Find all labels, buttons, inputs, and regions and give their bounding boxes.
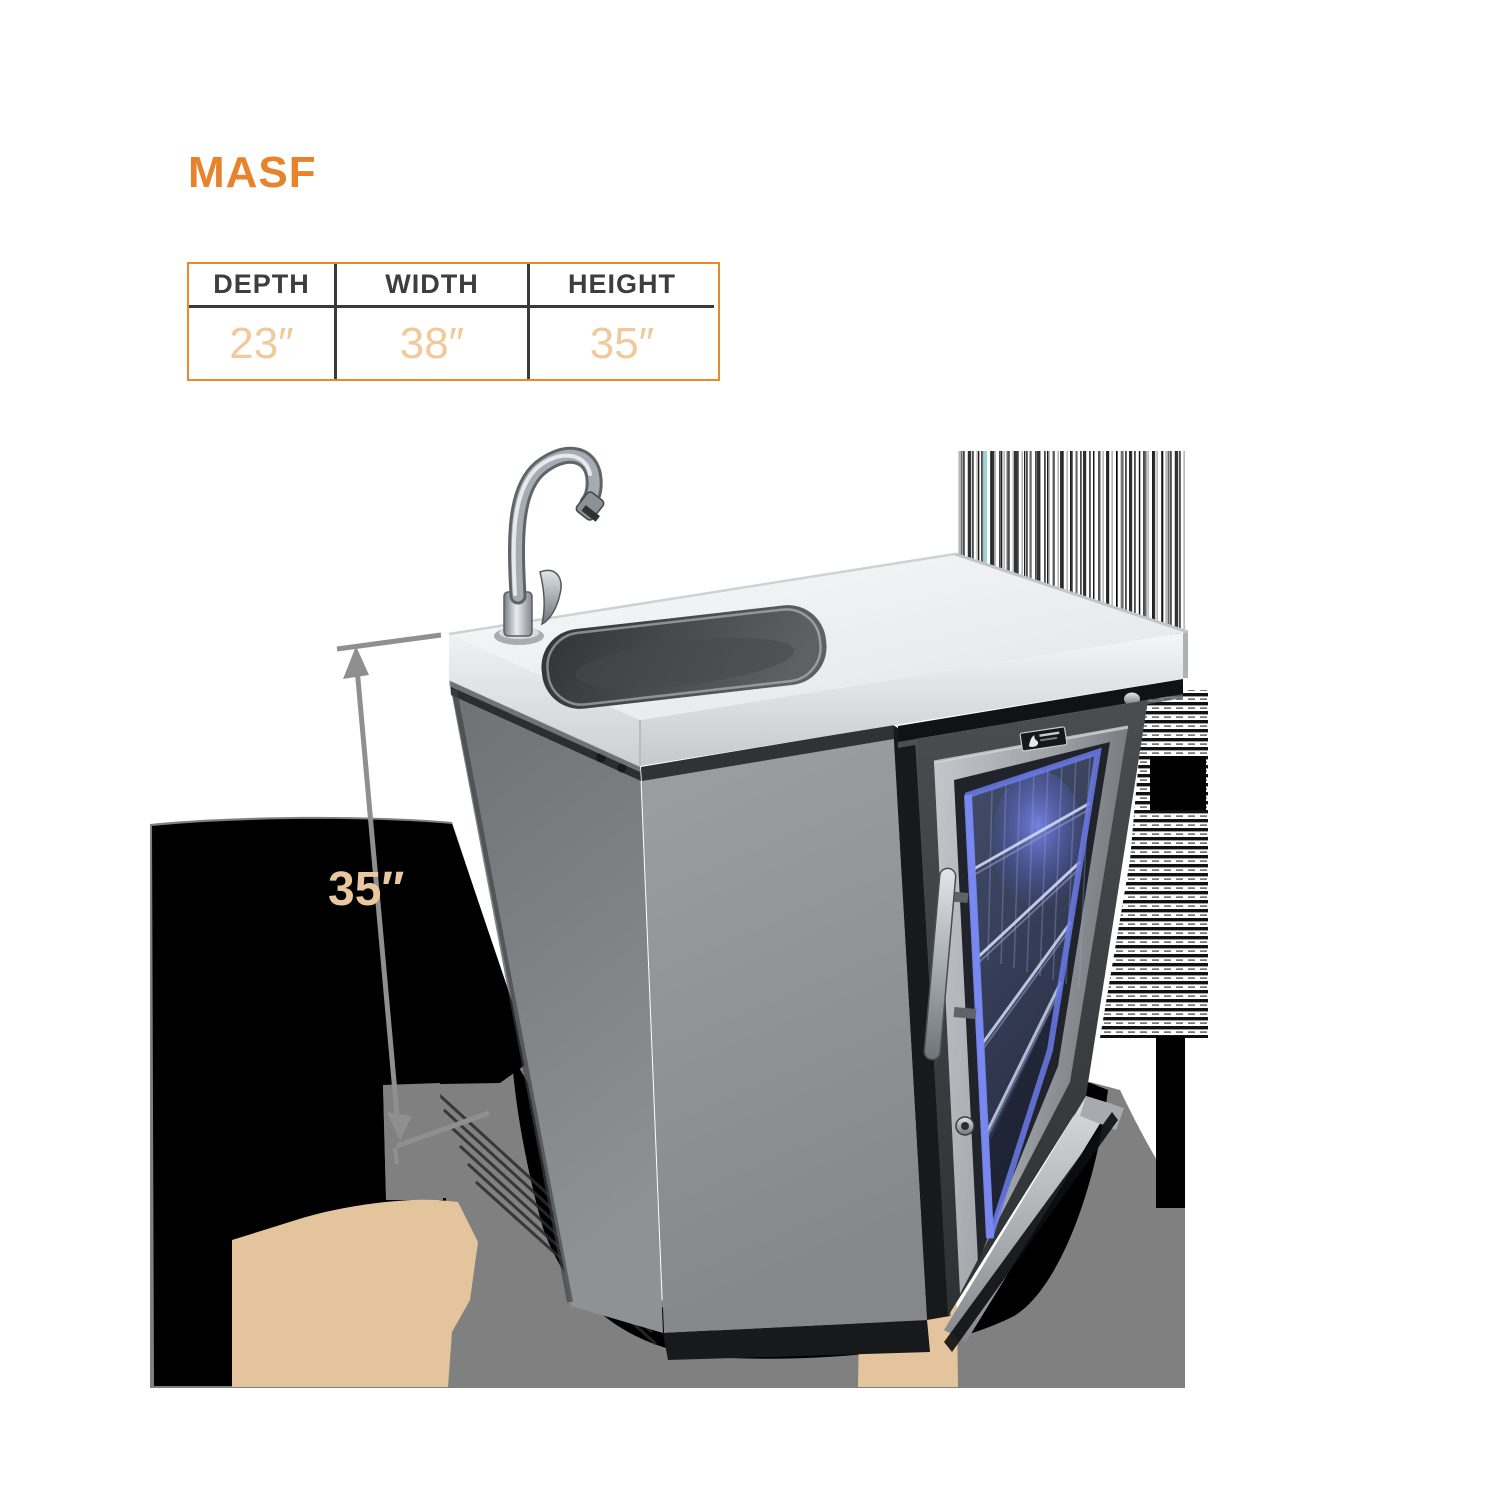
door-fridge-gap [893, 725, 950, 1320]
height-dimension: 35″ [328, 632, 490, 1165]
height-dimension-label: 35″ [328, 863, 404, 916]
spec-value-width: 38″ [337, 308, 530, 379]
cabinet-left-panel [450, 681, 663, 1333]
faucet-spout-tip [575, 491, 605, 521]
shadow-black-right-column [1156, 1036, 1185, 1208]
spec-value-depth: 23″ [189, 308, 337, 379]
fridge-chrome-base [944, 1096, 1112, 1342]
dimension-extension-line-bottom [396, 1110, 490, 1149]
cabinet-door-top-trim [641, 725, 894, 781]
faucet [494, 446, 605, 645]
fridge-light-glow [992, 770, 1084, 910]
countertop-fascia-front [640, 632, 1188, 766]
spec-table-header-row: DEPTH WIDTH HEIGHT [189, 264, 718, 308]
spec-header-height: HEIGHT [530, 264, 714, 308]
refrigerator [898, 679, 1183, 1352]
page-title: MASF [188, 148, 317, 197]
cabinet-plinth [663, 1320, 930, 1360]
stripe-cyan-line [984, 451, 987, 635]
screw-icon [617, 763, 627, 773]
spec-header-width: WIDTH [337, 264, 530, 308]
spec-header-depth: DEPTH [189, 264, 337, 308]
spec-table-value-row: 23″ 38″ 35″ [189, 308, 718, 379]
cabinet-body [450, 681, 951, 1360]
faucet-handle [539, 569, 562, 626]
flame-logo-icon [1028, 735, 1039, 747]
fridge-door-handle [923, 867, 957, 1061]
sink [541, 605, 827, 709]
countertop-fascia-left [449, 634, 640, 766]
fridge-interior [964, 747, 1102, 1239]
fridge-top-recess [898, 679, 1183, 742]
ground-shadow [150, 816, 1185, 1388]
dimension-extension-line-top [336, 632, 442, 652]
fridge-wire-shelves [971, 801, 1091, 1143]
arrow-up-icon [343, 646, 369, 679]
shadow-gray-lower-right [448, 1214, 640, 1388]
cabinet-door-panel [641, 725, 927, 1333]
countertop [448, 552, 1189, 772]
spec-value-height: 35″ [589, 318, 655, 368]
dimension-line [354, 667, 401, 1127]
clipped-label-blob-left [232, 1199, 478, 1387]
arrow-down-icon [387, 1112, 412, 1141]
spec-table: DEPTH WIDTH HEIGHT 23″ 38″ 35″ [187, 262, 720, 381]
fridge-brand-plate [1019, 726, 1068, 752]
